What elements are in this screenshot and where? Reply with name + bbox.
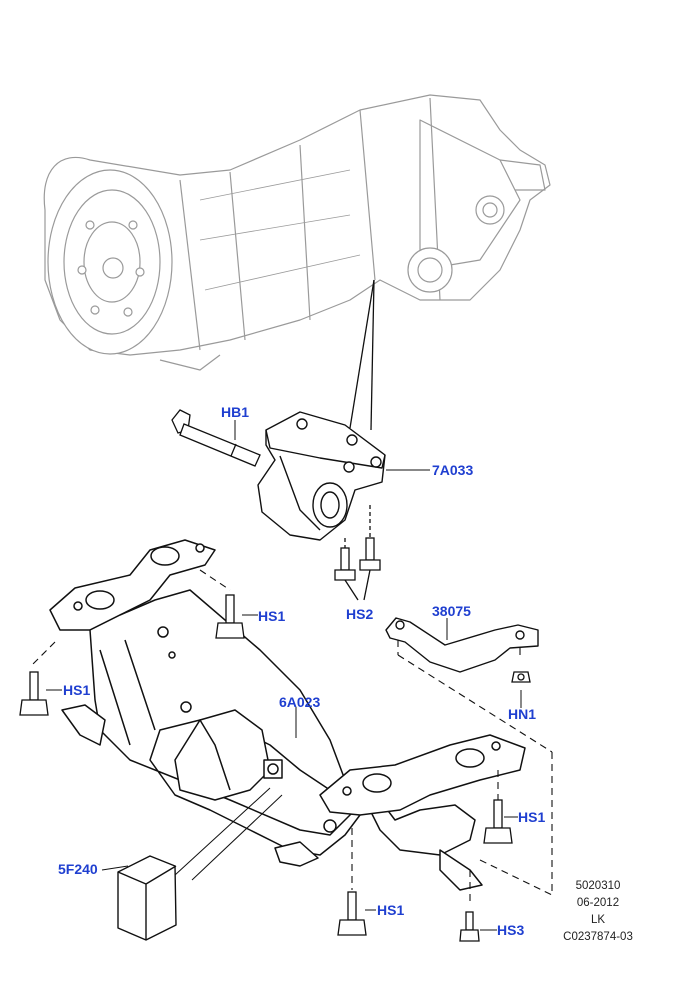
bolts-hs2[interactable] (334, 505, 381, 601)
callout-hs1-left[interactable]: HS1 (63, 682, 91, 698)
transmission-ghost (43, 94, 551, 371)
reference-drawing-id: C0237874-03 (563, 931, 633, 943)
reference-block: 5020310 06-2012 LK C0237874-03 (543, 878, 653, 946)
bolts-hs1[interactable] (19, 594, 513, 942)
nut-hn1[interactable] (511, 671, 531, 683)
reference-model: LK (590, 914, 606, 926)
callout-hs3[interactable]: HS3 (497, 922, 525, 938)
callout-hs1-upper[interactable]: HS1 (258, 608, 286, 624)
crossmember[interactable] (49, 539, 526, 891)
callout-hs1-bottom[interactable]: HS1 (377, 902, 405, 918)
reference-number: 5020310 (575, 880, 621, 892)
callout-leaders (46, 420, 522, 931)
callout-38075[interactable]: 38075 (432, 603, 471, 619)
transmission-mount[interactable] (257, 411, 386, 541)
callout-hs1-right[interactable]: HS1 (518, 809, 546, 825)
callout-hn1[interactable]: HN1 (508, 706, 537, 722)
bolt-hb1[interactable] (171, 409, 261, 467)
callout-5f240[interactable]: 5F240 (58, 861, 98, 877)
callout-6a023[interactable]: 6A023 (279, 694, 321, 710)
callout-hb1[interactable]: HB1 (221, 404, 250, 420)
callout-7a033[interactable]: 7A033 (432, 462, 474, 478)
mount-leader-lines (349, 279, 375, 431)
callout-hs2[interactable]: HS2 (346, 606, 374, 622)
alignment-lines (31, 569, 553, 905)
bracket-38075[interactable] (385, 617, 539, 673)
insulator-5f240[interactable] (117, 855, 177, 941)
reference-date: 06-2012 (576, 897, 620, 909)
